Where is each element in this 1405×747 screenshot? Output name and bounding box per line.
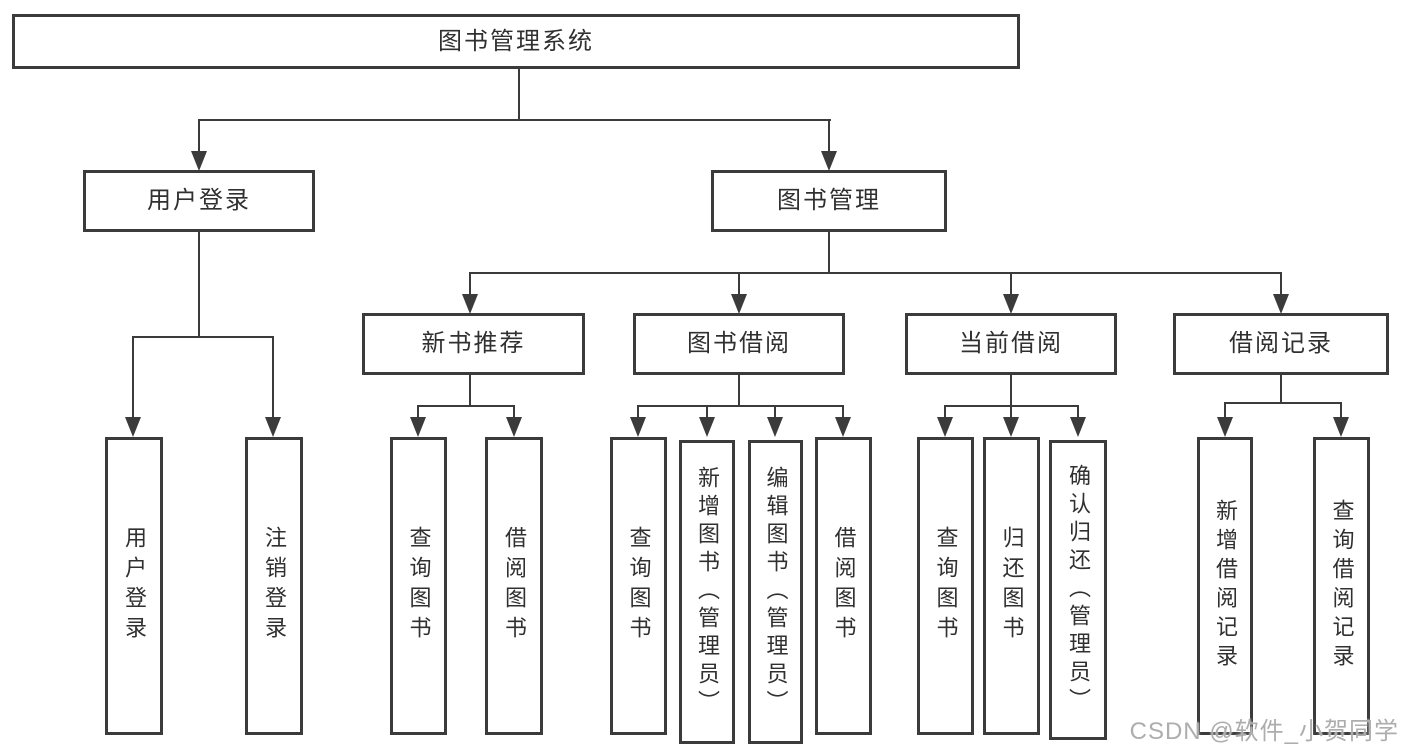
arrow-down-icon bbox=[125, 417, 141, 437]
connector-line bbox=[1010, 272, 1012, 296]
node-current-borrowing: 当前借阅 bbox=[905, 313, 1117, 375]
connector-line bbox=[738, 374, 740, 406]
arrow-down-icon bbox=[1217, 417, 1233, 437]
leaf-query-books-recommend: 查询图书 bbox=[390, 437, 447, 735]
node-book-borrowing: 图书借阅 bbox=[633, 313, 845, 375]
connector-line bbox=[469, 374, 471, 406]
leaf-add-book-admin: 新增图书（管理员） bbox=[679, 440, 735, 744]
arrow-down-icon bbox=[1333, 417, 1349, 437]
leaf-label: 借阅图书 bbox=[502, 526, 527, 646]
connector-line bbox=[828, 232, 830, 273]
connector-line bbox=[518, 69, 520, 120]
connector-line bbox=[1340, 402, 1342, 419]
node-borrowing-records: 借阅记录 bbox=[1173, 313, 1389, 375]
connector-line bbox=[417, 405, 515, 407]
leaf-label: 查询图书 bbox=[933, 526, 959, 646]
arrow-down-icon bbox=[699, 417, 715, 437]
leaf-label: 编辑图书（管理员） bbox=[763, 466, 789, 718]
arrow-down-icon bbox=[1003, 294, 1019, 314]
leaf-label: 用户登录 bbox=[122, 526, 147, 646]
connector-line bbox=[513, 405, 515, 419]
node-user-login: 用户登录 bbox=[83, 170, 315, 232]
leaf-label: 查询图书 bbox=[406, 526, 432, 646]
arrow-down-icon bbox=[731, 294, 747, 314]
connector-line bbox=[738, 272, 740, 296]
leaf-query-books-borrowing: 查询图书 bbox=[610, 437, 667, 735]
connector-line bbox=[1077, 405, 1079, 419]
connector-line bbox=[637, 405, 639, 419]
node-book-management: 图书管理 bbox=[711, 170, 947, 232]
connector-line bbox=[1224, 402, 1341, 404]
leaf-logout: 注销登录 bbox=[245, 437, 303, 735]
connector-line bbox=[828, 119, 830, 153]
csdn-watermark: CSDN @软件_小贺同学 bbox=[1129, 718, 1399, 745]
leaf-label: 确认归还（管理员） bbox=[1066, 464, 1091, 716]
connector-line bbox=[944, 405, 946, 419]
arrow-down-icon bbox=[1273, 294, 1289, 314]
arrow-down-icon bbox=[506, 417, 522, 437]
node-root-system: 图书管理系统 bbox=[12, 14, 1020, 69]
connector-line bbox=[706, 405, 708, 419]
leaf-borrow-books-recommend: 借阅图书 bbox=[485, 437, 543, 735]
connector-line bbox=[417, 405, 419, 419]
leaf-user-login: 用户登录 bbox=[105, 437, 163, 735]
connector-line bbox=[774, 405, 776, 419]
connector-line bbox=[132, 336, 134, 418]
leaf-label: 注销登录 bbox=[262, 526, 287, 646]
connector-line bbox=[272, 336, 274, 418]
arrow-down-icon bbox=[462, 294, 478, 314]
leaf-label: 新增图书（管理员） bbox=[695, 466, 720, 718]
leaf-query-borrow-record: 查询借阅记录 bbox=[1313, 437, 1370, 735]
connector-line bbox=[842, 405, 844, 419]
leaf-query-books-current: 查询图书 bbox=[917, 437, 974, 735]
node-new-book-recommendation: 新书推荐 bbox=[362, 313, 585, 375]
leaf-label: 归还图书 bbox=[999, 526, 1025, 646]
leaf-label: 借阅图书 bbox=[831, 526, 857, 646]
arrow-down-icon bbox=[767, 417, 783, 437]
arrow-down-icon bbox=[835, 417, 851, 437]
connector-line bbox=[469, 272, 471, 296]
arrow-down-icon bbox=[265, 417, 281, 437]
connector-line bbox=[1010, 405, 1012, 419]
leaf-confirm-return-admin: 确认归还（管理员） bbox=[1049, 440, 1107, 740]
leaf-add-borrow-record: 新增借阅记录 bbox=[1197, 437, 1253, 735]
leaf-edit-book-admin: 编辑图书（管理员） bbox=[748, 440, 803, 744]
leaf-label: 查询图书 bbox=[626, 526, 652, 646]
connector-line bbox=[198, 119, 831, 121]
leaf-borrow-books-borrowing: 借阅图书 bbox=[815, 437, 872, 735]
arrow-down-icon bbox=[1003, 417, 1019, 437]
arrow-down-icon bbox=[630, 417, 646, 437]
leaf-label: 查询借阅记录 bbox=[1329, 499, 1355, 673]
arrow-down-icon bbox=[937, 417, 953, 437]
connector-line bbox=[1280, 272, 1282, 296]
leaf-return-book: 归还图书 bbox=[983, 437, 1040, 735]
connector-line bbox=[198, 232, 200, 337]
connector-line bbox=[198, 119, 200, 153]
arrow-down-icon bbox=[821, 151, 837, 171]
connector-line bbox=[469, 272, 1282, 274]
connector-line bbox=[1280, 374, 1282, 403]
arrow-down-icon bbox=[191, 151, 207, 171]
leaf-label: 新增借阅记录 bbox=[1213, 499, 1238, 673]
connector-line bbox=[1010, 374, 1012, 406]
connector-line bbox=[132, 336, 274, 338]
connector-line bbox=[637, 405, 844, 407]
arrow-down-icon bbox=[410, 417, 426, 437]
arrow-down-icon bbox=[1070, 417, 1086, 437]
connector-line bbox=[1224, 402, 1226, 419]
